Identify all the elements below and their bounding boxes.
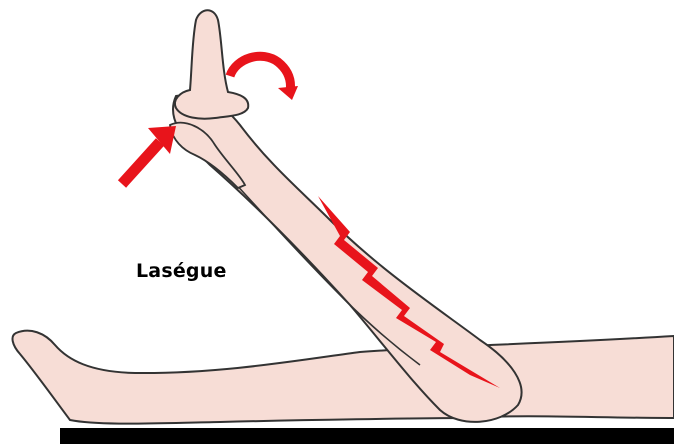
test-label: Laségue [136, 260, 227, 282]
curved-arrow-icon [230, 56, 298, 100]
exam-table [60, 428, 674, 444]
arrow-up-right-icon [122, 126, 176, 184]
resting-leg [13, 331, 674, 424]
